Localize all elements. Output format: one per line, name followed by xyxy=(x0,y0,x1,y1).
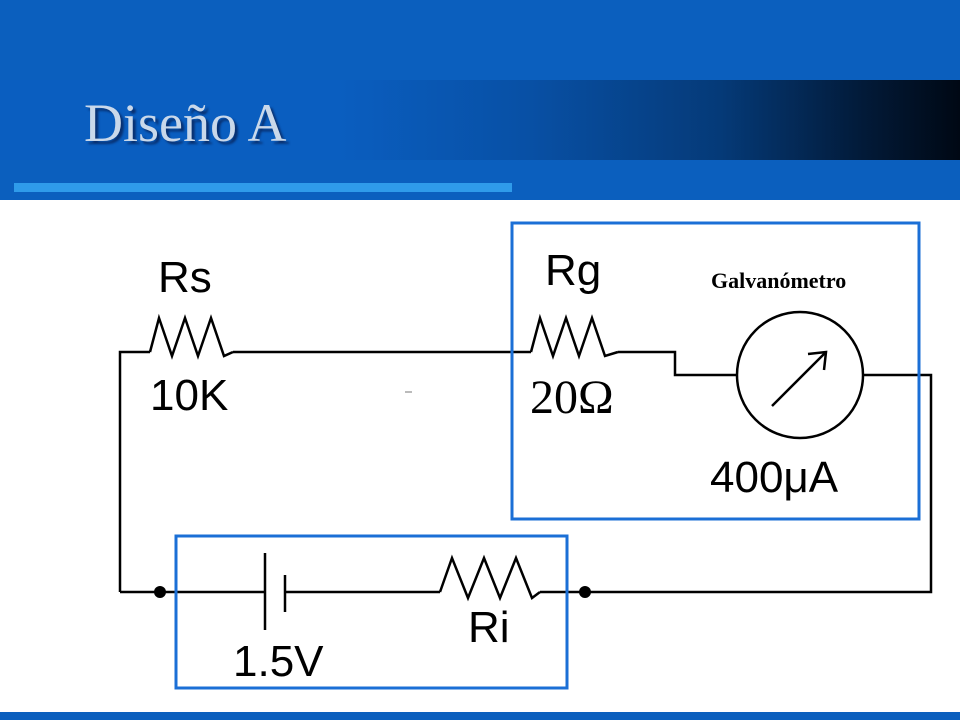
rg-value-label: 20Ω xyxy=(530,371,614,424)
rs-value-label: 10K xyxy=(150,371,228,420)
resistor-rs xyxy=(148,313,234,360)
resistor-ri xyxy=(438,554,541,602)
resistor-rg xyxy=(529,313,619,360)
battery-value-label: 1.5V xyxy=(233,637,324,686)
rs-label: Rs xyxy=(158,253,212,302)
galvanometer-label: Galvanómetro xyxy=(711,268,846,293)
slide-title: Diseño A xyxy=(84,93,287,153)
battery-highlight-box xyxy=(174,534,569,690)
galvanometer-symbol xyxy=(735,310,865,440)
junction-dot-right xyxy=(579,586,591,598)
rg-label: Rg xyxy=(545,246,601,295)
header-accent-stripe xyxy=(14,183,512,192)
wire-right xyxy=(585,373,933,594)
junction-dot-left xyxy=(154,586,166,598)
galvanometer-highlight-box xyxy=(510,221,921,521)
slide-header: Diseño A xyxy=(0,0,960,200)
galvanometer-arrowhead xyxy=(807,350,828,371)
galvanometer-needle xyxy=(771,351,827,407)
wire-top-left xyxy=(118,350,150,592)
header-gradient-band xyxy=(0,80,960,160)
wire-rg-to-galv xyxy=(618,350,737,377)
footer-bar xyxy=(0,712,960,720)
galvanometer-rating-label: 400μA xyxy=(710,453,839,502)
ri-label: Ri xyxy=(468,603,510,652)
